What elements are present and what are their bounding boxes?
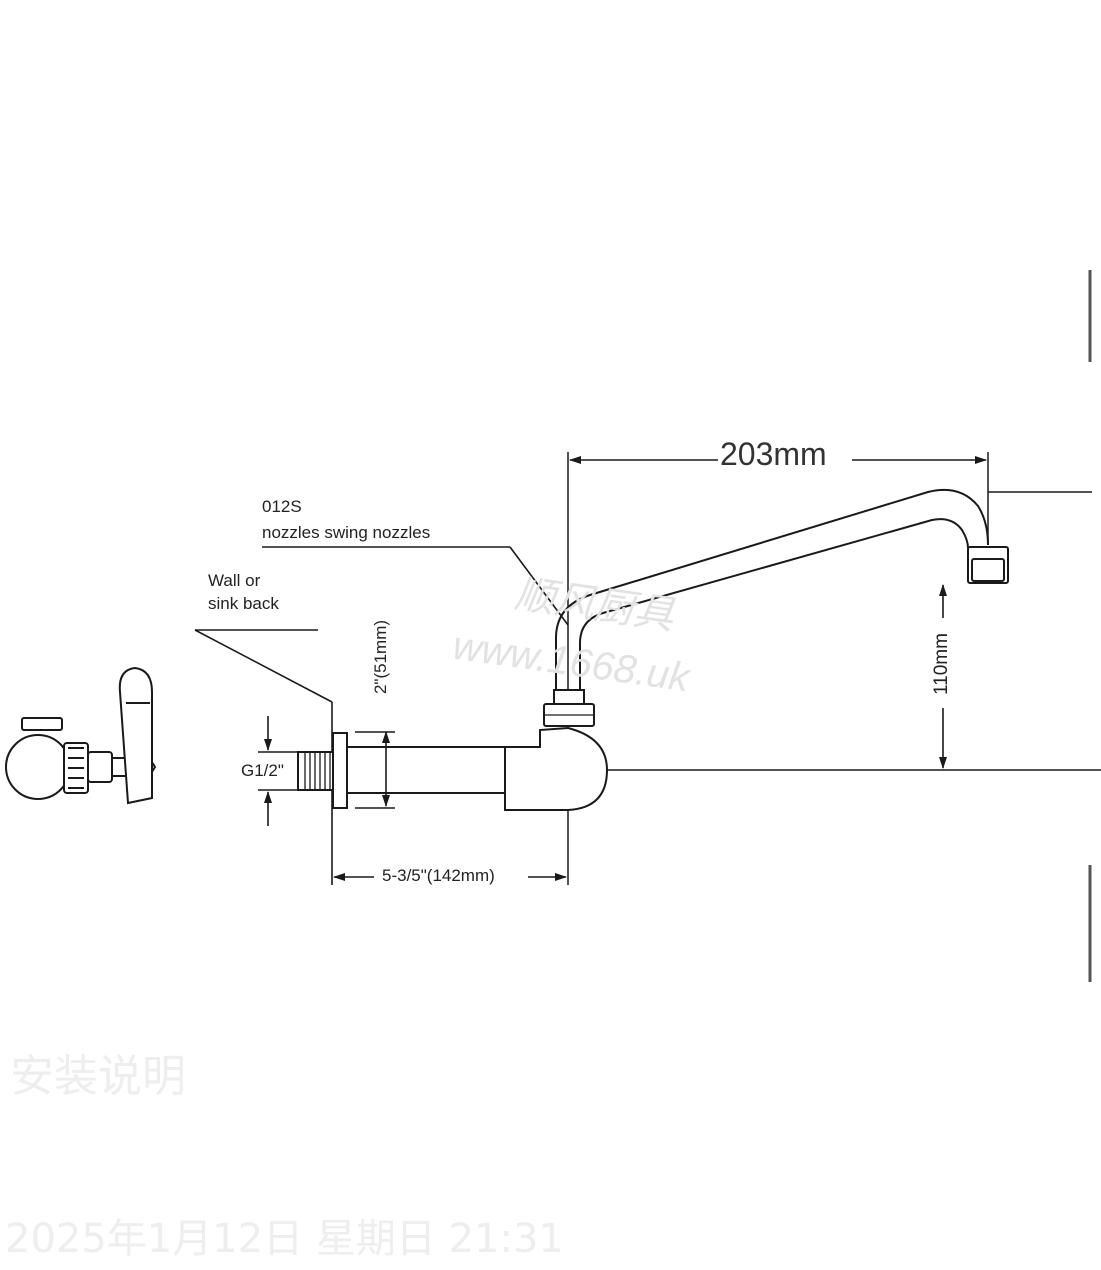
wall-label-line2: sink back xyxy=(208,594,279,613)
model-code-label: 012S xyxy=(262,497,302,516)
pipe-height-dimension: 2"(51mm) xyxy=(371,619,390,695)
spout-reach-dimension: 203mm xyxy=(720,436,827,472)
wall-pipe-and-body xyxy=(346,689,609,811)
faded-heading: 安装说明 xyxy=(10,1051,186,1102)
swing-spout xyxy=(555,488,1009,690)
dimension-lines xyxy=(262,456,987,881)
valve-side-view xyxy=(5,666,157,805)
flange-and-nipple xyxy=(297,732,348,809)
faded-timestamp: 2025年1月12日 星期日 21:31 xyxy=(5,1216,564,1262)
wall-to-spout-dimension: 5-3/5"(142mm) xyxy=(382,866,495,885)
spout-height-dimension: 110mm xyxy=(931,633,952,695)
extension-lines xyxy=(258,452,1101,885)
model-description-label: nozzles swing nozzles xyxy=(262,523,431,542)
thread-size-label: G1/2" xyxy=(241,761,284,780)
wall-label-line1: Wall or xyxy=(208,571,261,590)
